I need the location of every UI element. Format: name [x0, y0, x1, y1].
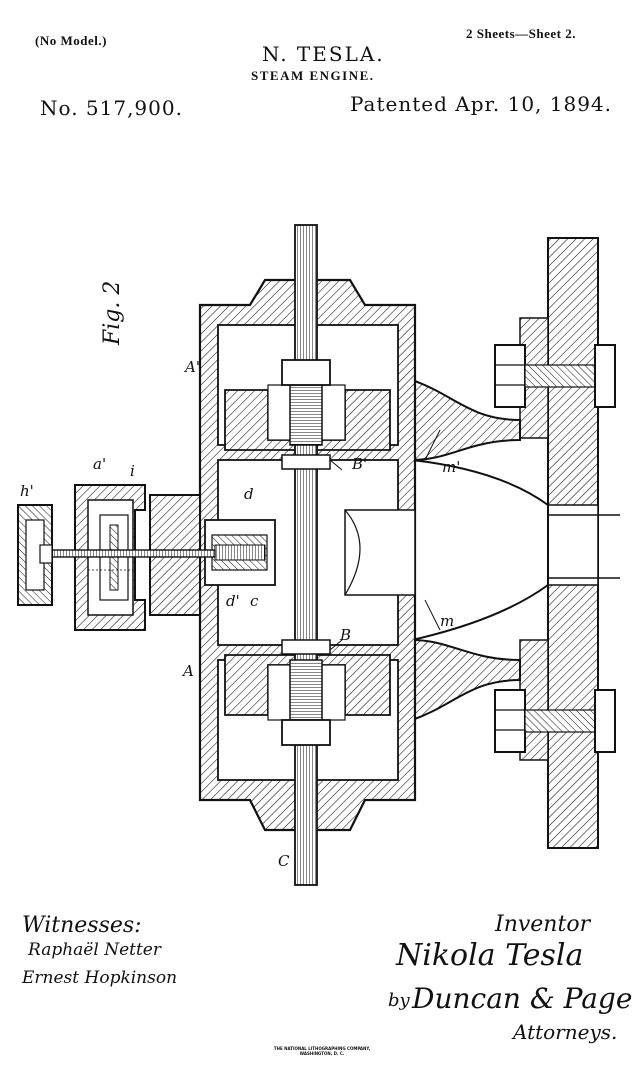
sheet-note: 2 Sheets—Sheet 2. [466, 26, 576, 41]
printer-credit: THE NATIONAL LITHOGRAPHING COMPANY, WASH… [273, 1046, 371, 1056]
valve-stem [39, 549, 216, 558]
label-b-prime: B' [352, 455, 368, 473]
witness-signature-2: Ernest Hopkinson [22, 968, 178, 988]
label-h-wheel: h' [20, 482, 34, 500]
steam-passage [411, 458, 549, 642]
upper-bolt [494, 344, 616, 408]
attorneys-label: Attorneys. [513, 1020, 618, 1044]
upper-bracket [411, 378, 521, 462]
label-i: i [130, 462, 135, 480]
witness-signature-1: Raphaël Netter [28, 940, 161, 960]
inventor-name: N. TESLA. [262, 42, 385, 66]
handwheel [17, 504, 53, 606]
inventor-signature: Nikola Tesla [396, 938, 584, 973]
inventor-label: Inventor [495, 912, 591, 937]
lower-bracket [411, 638, 521, 722]
patent-number: No. 517,900. [40, 96, 183, 120]
lower-bolt [494, 689, 616, 753]
label-d-prime: d' [226, 592, 240, 610]
label-a: A [183, 662, 194, 680]
model-note: (No Model.) [35, 33, 107, 48]
patent-date: Patented Apr. 10, 1894. [350, 92, 613, 116]
attorneys-signature: Duncan & Page [412, 982, 633, 1015]
patent-title: STEAM ENGINE. [251, 68, 375, 83]
piston-rod [281, 224, 331, 886]
label-a-valve: a' [93, 455, 107, 473]
label-c-rod: C [278, 852, 290, 870]
leader-lines [329, 429, 441, 651]
label-m: m [440, 612, 455, 630]
label-c: c [250, 592, 259, 610]
by-label: by [388, 990, 410, 1011]
label-b: B [340, 626, 352, 644]
figure-label: Fig. 2 [100, 280, 125, 345]
label-m-prime: m' [442, 458, 461, 476]
label-a-prime: A' [185, 358, 200, 376]
witnesses-label: Witnesses: [22, 913, 142, 938]
label-d: d [244, 485, 254, 503]
